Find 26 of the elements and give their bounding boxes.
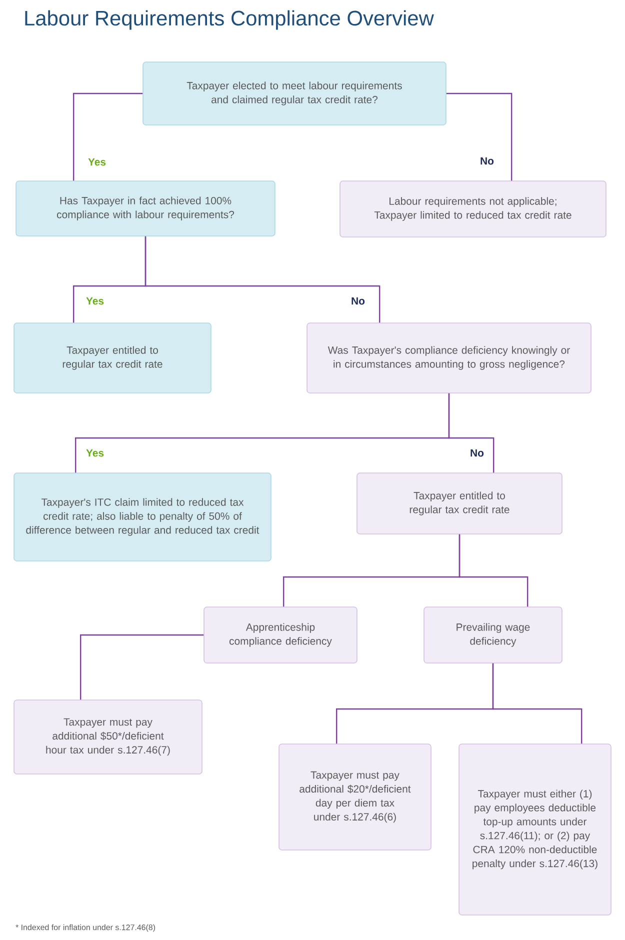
connector-line [448,393,494,473]
connector-line [492,663,582,744]
decision-box: Taxpayer elected to meet labour requirements and claimed regular tax credit rate? [142,62,446,126]
edge-label: No [479,156,495,166]
outcome-box: Taxpayer must pay additional $50*/deficient hour tax under s.127.46(7) [14,700,202,774]
connector-line [80,634,204,700]
outcome-box: Prevailing wage deficiency [424,606,562,664]
edge-label: No [469,448,485,458]
edge-label: Yes [86,157,108,167]
decision-box: Has Taxpayer in fact achieved 100% compliance with labour requirements? [16,180,276,236]
outcome-box: Taxpayer must either (1) pay employees deductible top-up amounts under s.127.46(11); or (2) pay CRA 120% non-deductible penalty under s.127.46(13) [458,744,612,916]
outcome-box: Taxpayer entitled to regular tax credit rate [356,472,562,534]
connector-line [144,236,380,323]
title: Labour Requirements Compliance Overview [25,10,434,30]
outcome-box: Apprenticeship compliance deficiency [204,606,358,664]
connector-line [446,92,512,181]
connector-line [73,92,143,181]
outcome-box: Was Taxpayer's compliance deficiency knowingly or in circumstances amounting to gross negligence? [306,322,592,394]
connector-line [458,534,528,607]
outcome-box: Taxpayer must pay additional $20*/deficient day per diem tax under s.127.46(6) [278,744,432,850]
outcome-box: Taxpayer entitled to regular tax credit rate [14,322,212,394]
edge-label: Yes [84,296,106,306]
edge-label: No [350,296,366,306]
edge-label: Yes [84,448,106,458]
outcome-box: Taxpayer's ITC claim limited to reduced tax credit rate; also liable to penalty of 50% of difference between regular and reduced tax credit [14,472,272,562]
outcome-box: Labour requirements not applicable; Taxpayer limited to reduced tax credit rate [340,180,606,238]
